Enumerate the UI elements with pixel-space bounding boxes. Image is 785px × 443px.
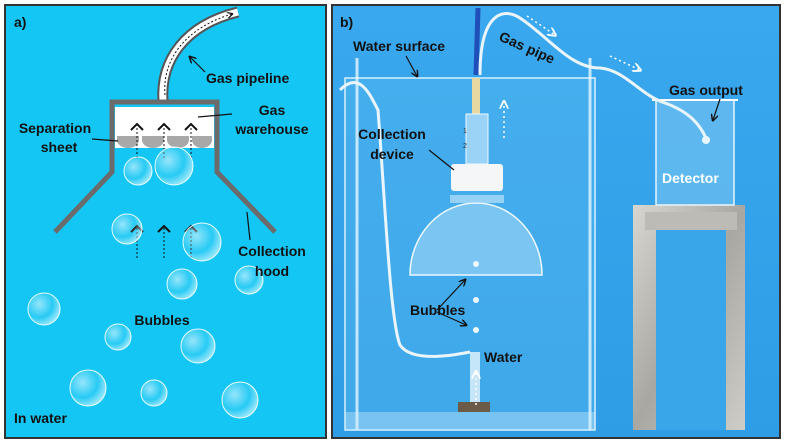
panel-b-label: b) <box>340 14 353 30</box>
bubble <box>104 323 132 351</box>
bubbles-label: Bubbles <box>134 312 189 328</box>
water-label: Water <box>484 349 523 365</box>
bubble <box>154 146 194 186</box>
collection-hood <box>53 99 277 234</box>
gas-output-label: Gas output <box>669 82 743 98</box>
bubble <box>27 292 61 326</box>
blue-pipe <box>473 7 481 76</box>
separation-sheet-label-2: sheet <box>41 139 78 155</box>
panel-a-label: a) <box>14 14 26 30</box>
detector-beaker <box>652 99 738 206</box>
bubble <box>221 381 259 419</box>
bubbles-label-b: Bubbles <box>410 302 465 318</box>
water-surface-label: Water surface <box>353 38 445 54</box>
bubble <box>123 156 153 186</box>
bubble <box>140 379 168 407</box>
aluminum-stand <box>633 205 745 430</box>
bubbles-group <box>27 146 264 419</box>
panel-b: 1 2 b) Water surface Gas pipe Collection… <box>331 4 781 439</box>
gas-pipeline-label: Gas pipeline <box>206 70 289 86</box>
scale-mark-1: 1 <box>463 128 467 135</box>
gas-warehouse-label-2: warehouse <box>234 121 308 137</box>
bubble <box>180 328 216 364</box>
gas-pipe <box>478 12 708 139</box>
collection-device-label-2: device <box>370 146 414 162</box>
collection-device-label-1: Collection <box>358 126 426 142</box>
bubble <box>182 222 222 262</box>
bubble <box>166 268 198 300</box>
scale-mark-2: 2 <box>463 143 467 150</box>
separation-sheet-label-1: Separation <box>19 120 91 136</box>
gas-warehouse-label-1: Gas <box>259 102 286 118</box>
bubble <box>234 265 264 295</box>
bubble <box>69 369 107 407</box>
collection-hood-label-1: Collection <box>238 243 306 259</box>
panel-a: a) Gas pipeline Gas warehouse Separation… <box>4 4 327 439</box>
inlet-pipe <box>338 81 471 358</box>
collection-hood-label-2: hood <box>255 263 289 279</box>
detector-label: Detector <box>662 170 719 186</box>
collection-device <box>409 78 543 412</box>
bubble <box>111 213 143 245</box>
in-water-label: In water <box>14 410 67 426</box>
